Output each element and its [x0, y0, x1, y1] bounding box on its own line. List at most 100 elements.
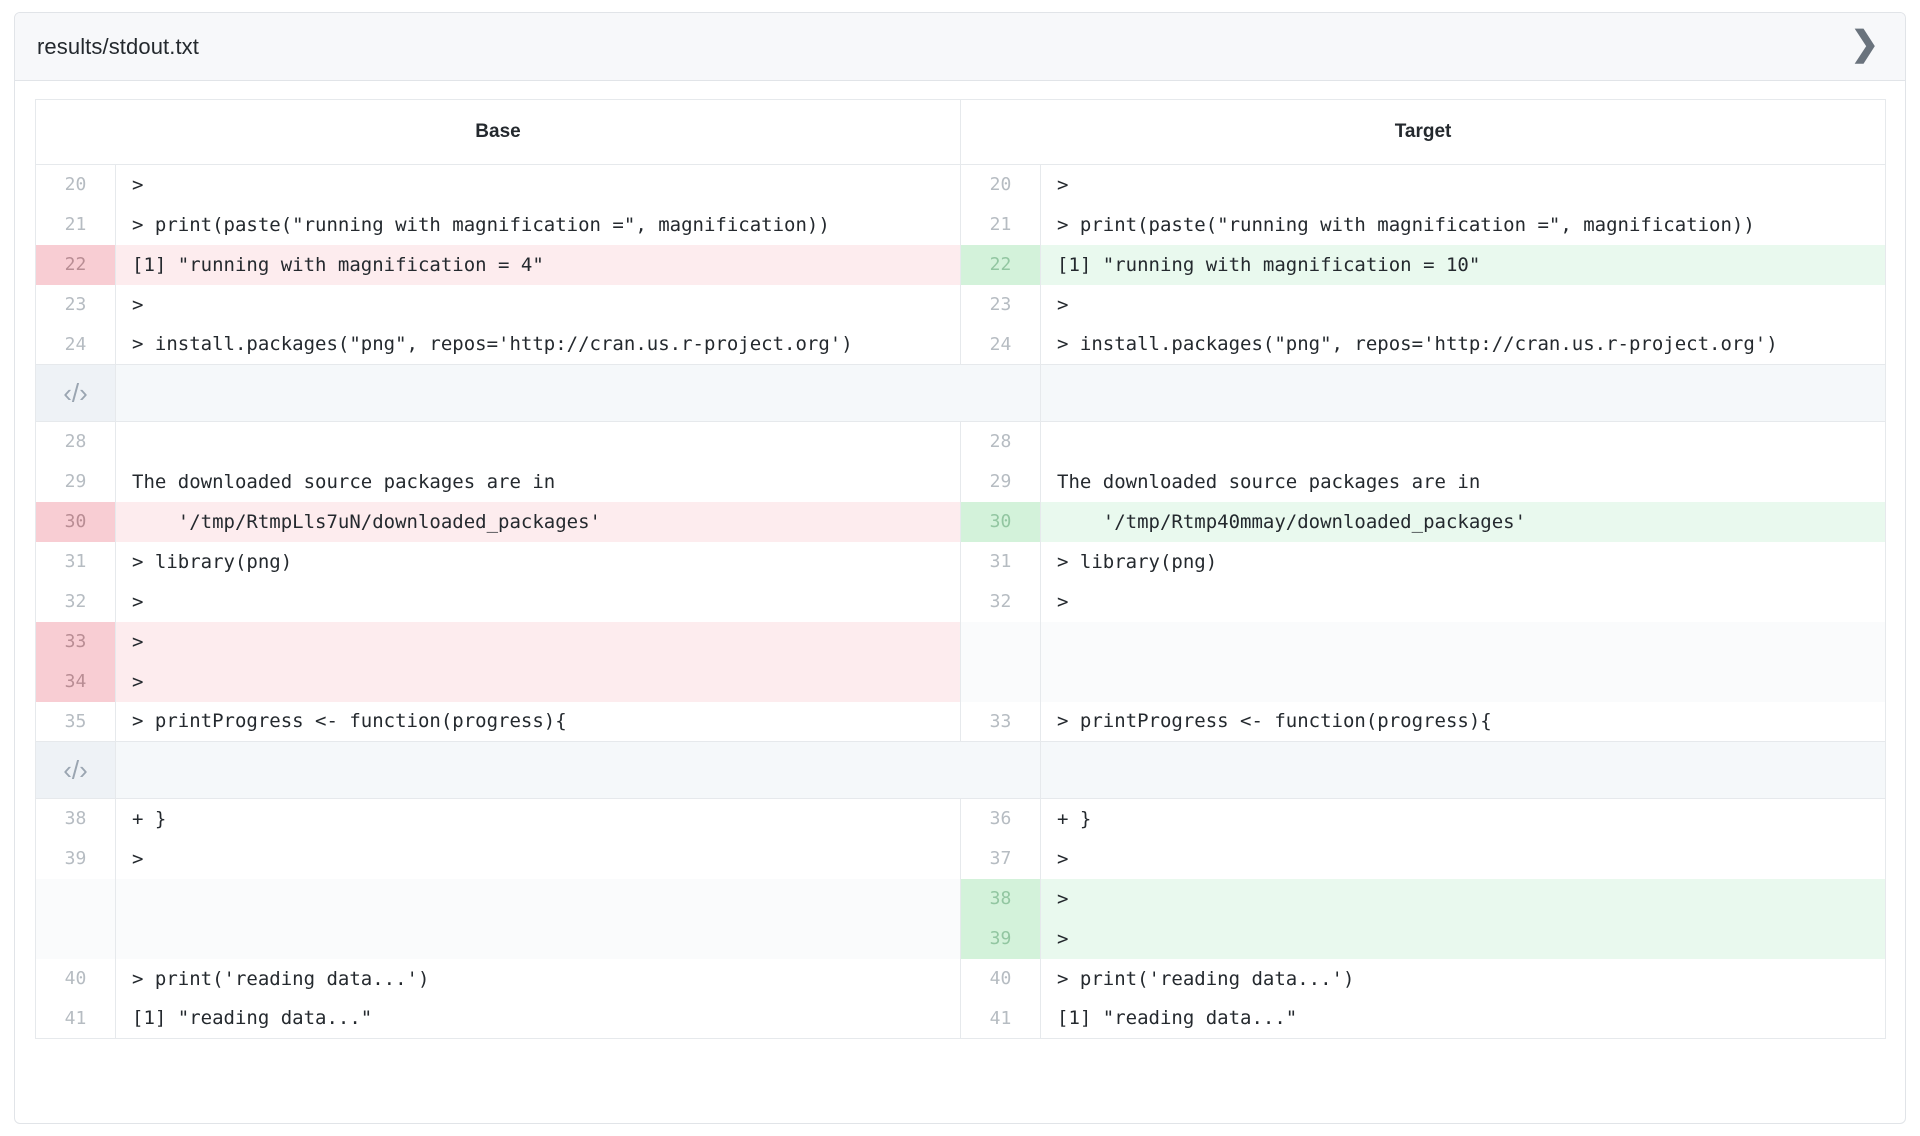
- line-number-base: 22: [35, 244, 116, 285]
- line-number-target: [960, 661, 1042, 702]
- code-line-base[interactable]: [115, 878, 962, 919]
- code-line-target[interactable]: [1041, 422, 1886, 462]
- line-number-base: 38: [35, 798, 116, 839]
- code-line-base[interactable]: > print(paste("running with magnificatio…: [115, 204, 962, 245]
- code-line-target[interactable]: [1] "running with magnification = 10": [1040, 244, 1886, 285]
- code-expand-icon[interactable]: ‹/›: [35, 364, 116, 422]
- code-line-target[interactable]: '/tmp/Rtmp40mmay/downloaded_packages': [1040, 501, 1886, 542]
- line-number-base: 21: [35, 204, 116, 245]
- line-number-base: 35: [35, 701, 116, 742]
- code-line-target[interactable]: [1040, 621, 1886, 662]
- code-line-base[interactable]: [115, 918, 962, 959]
- code-line-base[interactable]: [1] "reading data...": [115, 998, 962, 1039]
- line-number-base: 41: [35, 998, 116, 1039]
- code-line-target[interactable]: >: [1057, 847, 1069, 870]
- line-number-base: 32: [35, 581, 116, 622]
- code-line-base[interactable]: > library(png): [115, 541, 962, 582]
- code-line-target[interactable]: > printProgress <- function(progress){: [1040, 701, 1886, 742]
- code-line-target[interactable]: >: [1040, 878, 1886, 919]
- line-number-base: 29: [35, 461, 116, 502]
- code-line-base[interactable]: + }: [115, 798, 962, 839]
- diff-expander-target-cell[interactable]: [1040, 364, 1886, 422]
- code-line-target[interactable]: > library(png): [1057, 550, 1218, 573]
- diff-row: 38>: [35, 878, 1886, 919]
- line-number-target: 41: [960, 998, 1042, 1039]
- code-line-target[interactable]: >: [1057, 293, 1069, 316]
- code-line-target[interactable]: >: [1057, 590, 1069, 613]
- line-number-target: 21: [960, 204, 1042, 245]
- code-line-target[interactable]: > install.packages("png", repos='http://…: [1040, 324, 1886, 365]
- diff-row: 20>20>: [35, 164, 1886, 205]
- line-number-base: [35, 918, 116, 959]
- diff-row: 35> printProgress <- function(progress){…: [35, 701, 1886, 742]
- line-number-base: 30: [35, 501, 116, 542]
- diff-expander-target-gutter: [960, 364, 1042, 422]
- line-number-base: 40: [35, 958, 116, 999]
- diff-expander-base-cell[interactable]: [115, 741, 961, 799]
- diff-row: 30 '/tmp/RtmpLls7uN/downloaded_packages'…: [35, 501, 1886, 542]
- code-line-target[interactable]: [1040, 661, 1886, 702]
- column-header-base: Base: [35, 99, 962, 165]
- diff-row: 28 28: [35, 421, 1886, 462]
- diff-row: 34>: [35, 661, 1886, 702]
- code-line-base[interactable]: The downloaded source packages are in: [115, 461, 962, 502]
- code-line-base[interactable]: >: [115, 581, 962, 622]
- diff-table-head: Base Target: [35, 99, 1886, 165]
- line-number-base: 33: [35, 621, 116, 662]
- line-number-target: 36: [960, 798, 1042, 839]
- diff-row: 22[1] "running with magnification = 4"22…: [35, 244, 1886, 285]
- code-line-target[interactable]: > print('reading data...'): [1057, 967, 1355, 990]
- code-expand-icon[interactable]: ‹/›: [35, 741, 116, 799]
- line-number-target: 30: [960, 501, 1042, 542]
- diff-table-body: 20>20>21> print(paste("running with magn…: [35, 164, 1886, 1039]
- diff-table-container: Base Target 20>20>21> print(paste("runni…: [15, 81, 1905, 1039]
- line-number-base: 20: [35, 164, 116, 205]
- line-number-base: 23: [35, 284, 116, 325]
- code-line-base[interactable]: [115, 421, 962, 462]
- column-header-target: Target: [960, 99, 1886, 165]
- code-line-target[interactable]: >: [1040, 918, 1886, 959]
- code-line-target[interactable]: The downloaded source packages are in: [1057, 470, 1481, 493]
- code-line-base[interactable]: [1] "running with magnification = 4": [115, 244, 962, 285]
- diff-expander-target-gutter: [960, 741, 1042, 799]
- code-line-base[interactable]: >: [115, 284, 962, 325]
- line-number-target: 29: [960, 461, 1042, 502]
- diff-row: 38+ }36+ }: [35, 798, 1886, 839]
- code-line-base[interactable]: > print('reading data...'): [115, 958, 962, 999]
- line-number-target: 40: [960, 958, 1042, 999]
- diff-expander-base-cell[interactable]: [115, 364, 961, 422]
- code-line-target[interactable]: > print(paste("running with magnificatio…: [1057, 213, 1755, 236]
- diff-row: 40> print('reading data...')40> print('r…: [35, 958, 1886, 999]
- code-line-target[interactable]: >: [1057, 173, 1069, 196]
- code-line-base[interactable]: > printProgress <- function(progress){: [115, 701, 962, 742]
- diff-row: 39>: [35, 918, 1886, 959]
- line-number-base: 28: [35, 421, 116, 462]
- code-line-base[interactable]: >: [115, 164, 962, 205]
- diff-expander-target-cell[interactable]: [1040, 741, 1886, 799]
- diff-row: 41[1] "reading data..."41[1] "reading da…: [35, 998, 1886, 1039]
- line-number-target: 33: [960, 701, 1042, 742]
- line-number-target: 28: [960, 421, 1042, 462]
- code-line-base[interactable]: >: [115, 621, 962, 662]
- diff-row: 23>23>: [35, 284, 1886, 325]
- line-number-target: 24: [960, 324, 1042, 365]
- diff-row: 33>: [35, 621, 1886, 662]
- code-line-target[interactable]: + }: [1057, 807, 1092, 830]
- diff-expander-row[interactable]: ‹/›: [35, 741, 1886, 799]
- line-number-target: 31: [960, 541, 1042, 582]
- file-path-label: results/stdout.txt: [37, 33, 199, 59]
- file-header: results/stdout.txt ❯: [15, 13, 1905, 81]
- line-number-target: 20: [960, 164, 1042, 205]
- code-line-base[interactable]: '/tmp/RtmpLls7uN/downloaded_packages': [115, 501, 962, 542]
- diff-expander-row[interactable]: ‹/›: [35, 364, 1886, 422]
- code-line-base[interactable]: > install.packages("png", repos='http://…: [115, 324, 962, 365]
- diff-table: Base Target 20>20>21> print(paste("runni…: [35, 99, 1887, 1039]
- code-line-target[interactable]: [1] "reading data...": [1040, 998, 1886, 1039]
- code-line-base[interactable]: >: [115, 838, 962, 879]
- code-line-base[interactable]: >: [115, 661, 962, 702]
- chevron-right-icon[interactable]: ❯: [1850, 24, 1880, 63]
- line-number-target: 32: [960, 581, 1042, 622]
- diff-card: results/stdout.txt ❯ Base Target 20>20>2…: [14, 12, 1906, 1124]
